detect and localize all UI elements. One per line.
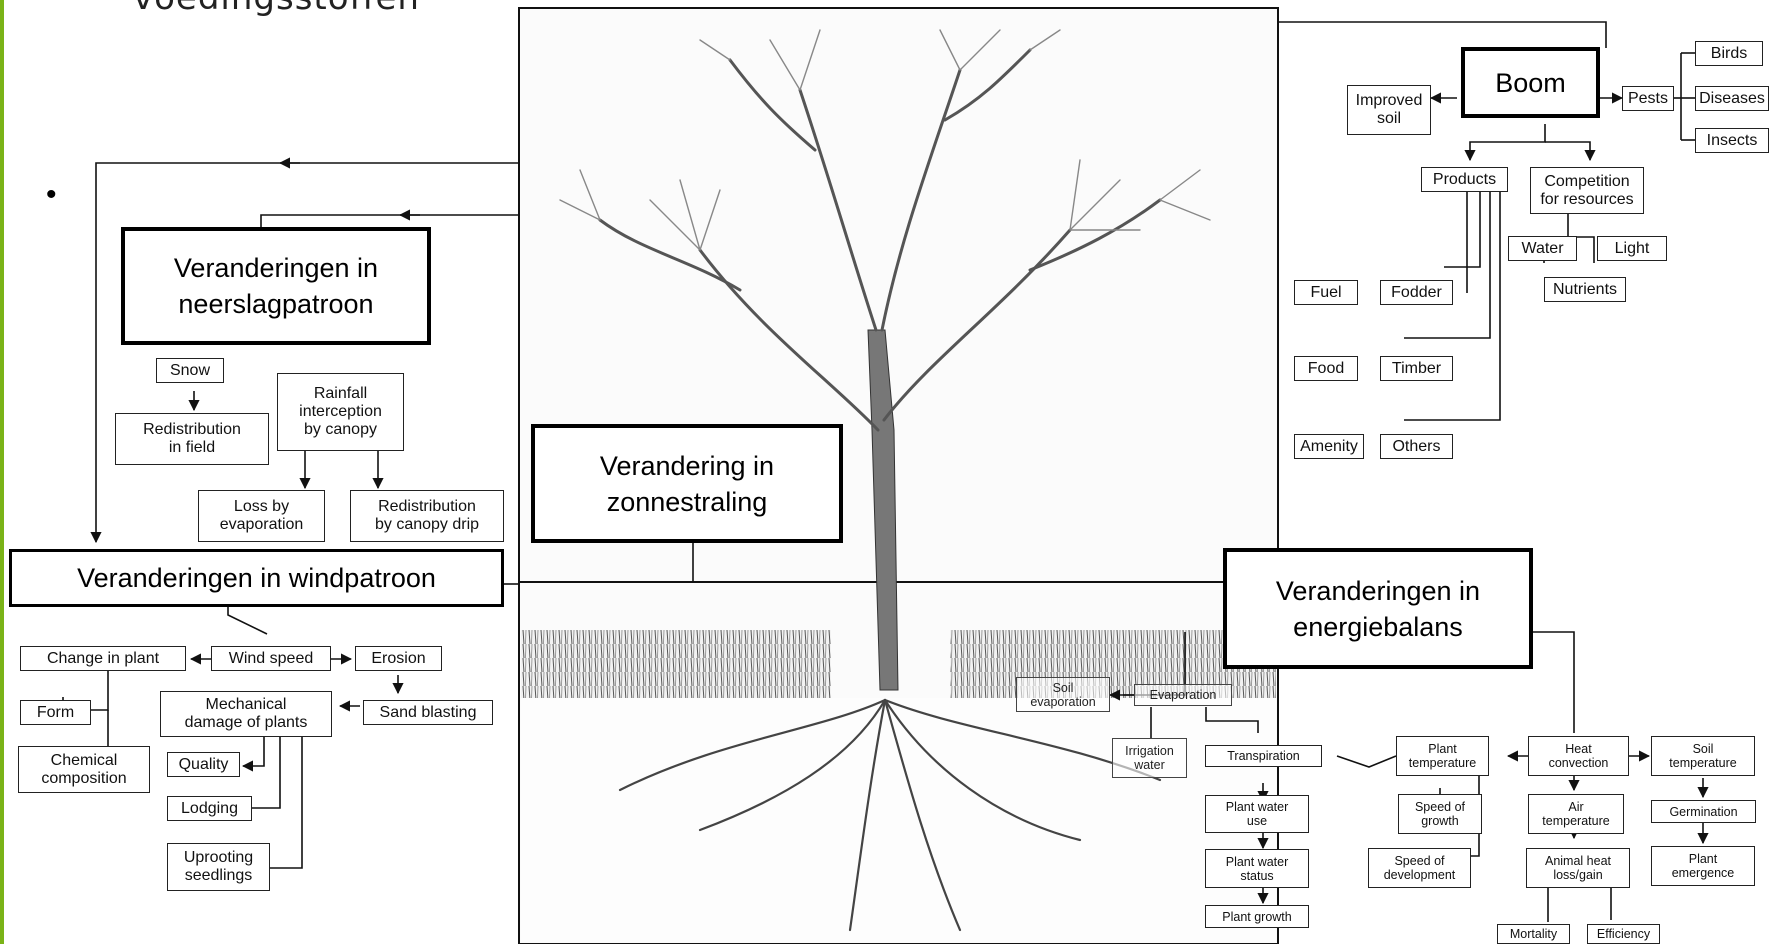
box-food: Food <box>1294 356 1358 381</box>
box-plant-water-status: Plant water status <box>1205 849 1309 888</box>
box-rainfall-interception: Rainfall interception by canopy <box>277 373 404 451</box>
box-fodder: Fodder <box>1380 280 1453 305</box>
slide-accent-bar <box>0 0 4 944</box>
box-products: Products <box>1421 167 1508 192</box>
bullet-marker: • <box>46 178 57 211</box>
box-plant-water-use: Plant water use <box>1205 795 1309 833</box>
box-quality: Quality <box>167 752 240 777</box>
box-water: Water <box>1508 236 1577 261</box>
tree-illustration <box>518 7 1279 944</box>
box-birds: Birds <box>1695 41 1763 66</box>
slide-title-fragment: voedingsstoffen <box>133 0 420 18</box>
box-improved-soil: Improved soil <box>1347 85 1431 135</box>
box-wind-speed: Wind speed <box>211 646 331 671</box>
box-change-in-plant: Change in plant <box>20 646 186 671</box>
box-fuel: Fuel <box>1294 280 1358 305</box>
box-uprooting-seedlings: Uprooting seedlings <box>167 843 270 891</box>
box-mortality: Mortality <box>1497 924 1570 944</box>
box-sand-blasting: Sand blasting <box>363 700 493 725</box>
box-timber: Timber <box>1380 356 1453 381</box>
box-mechanical-damage: Mechanical damage of plants <box>160 691 332 737</box>
box-nutrients: Nutrients <box>1544 277 1626 302</box>
box-plant-growth: Plant growth <box>1205 905 1309 928</box>
box-diseases: Diseases <box>1695 86 1769 111</box>
callout-energiebalans: Veranderingen in energiebalans <box>1223 548 1533 669</box>
box-others: Others <box>1380 434 1453 459</box>
box-insects: Insects <box>1695 128 1769 153</box>
box-transpiration: Transpiration <box>1205 745 1322 767</box>
box-air-temperature: Air temperature <box>1528 794 1624 834</box>
box-plant-temperature: Plant temperature <box>1396 736 1489 776</box>
box-irrigation-water: Irrigation water <box>1112 738 1187 778</box>
box-germination: Germination <box>1651 800 1756 823</box>
box-light: Light <box>1597 236 1667 261</box>
box-soil-temperature: Soil temperature <box>1651 736 1755 776</box>
box-efficiency: Efficiency <box>1587 924 1660 944</box>
box-animal-heat: Animal heat loss/gain <box>1526 848 1630 888</box>
box-lodging: Lodging <box>167 796 252 821</box>
box-soil-evaporation: Soil evaporation <box>1016 677 1110 712</box>
box-loss-evaporation: Loss by evaporation <box>198 490 325 542</box>
callout-boom: Boom <box>1461 47 1600 118</box>
box-amenity: Amenity <box>1294 434 1364 459</box>
box-evaporation: Evaporation <box>1134 684 1232 706</box>
box-redistribution-drip: Redistribution by canopy drip <box>350 490 504 542</box>
callout-windpatroon: Veranderingen in windpatroon <box>9 549 504 607</box>
box-form: Form <box>20 700 91 725</box>
box-speed-of-development: Speed of development <box>1368 848 1471 888</box>
box-redistribution-field: Redistribution in field <box>115 413 269 465</box>
box-pests: Pests <box>1622 86 1674 111</box>
box-chemical-composition: Chemical composition <box>18 746 150 793</box>
callout-zonnestraling: Verandering in zonnestraling <box>531 424 843 543</box>
box-speed-of-growth: Speed of growth <box>1398 794 1482 834</box>
box-plant-emergence: Plant emergence <box>1651 846 1755 886</box>
box-competition: Competition for resources <box>1530 167 1644 214</box>
box-heat-convection: Heat convection <box>1528 736 1629 776</box>
box-snow: Snow <box>156 358 224 383</box>
callout-neerslagpatroon: Veranderingen in neerslagpatroon <box>121 227 431 345</box>
box-erosion: Erosion <box>355 646 442 671</box>
